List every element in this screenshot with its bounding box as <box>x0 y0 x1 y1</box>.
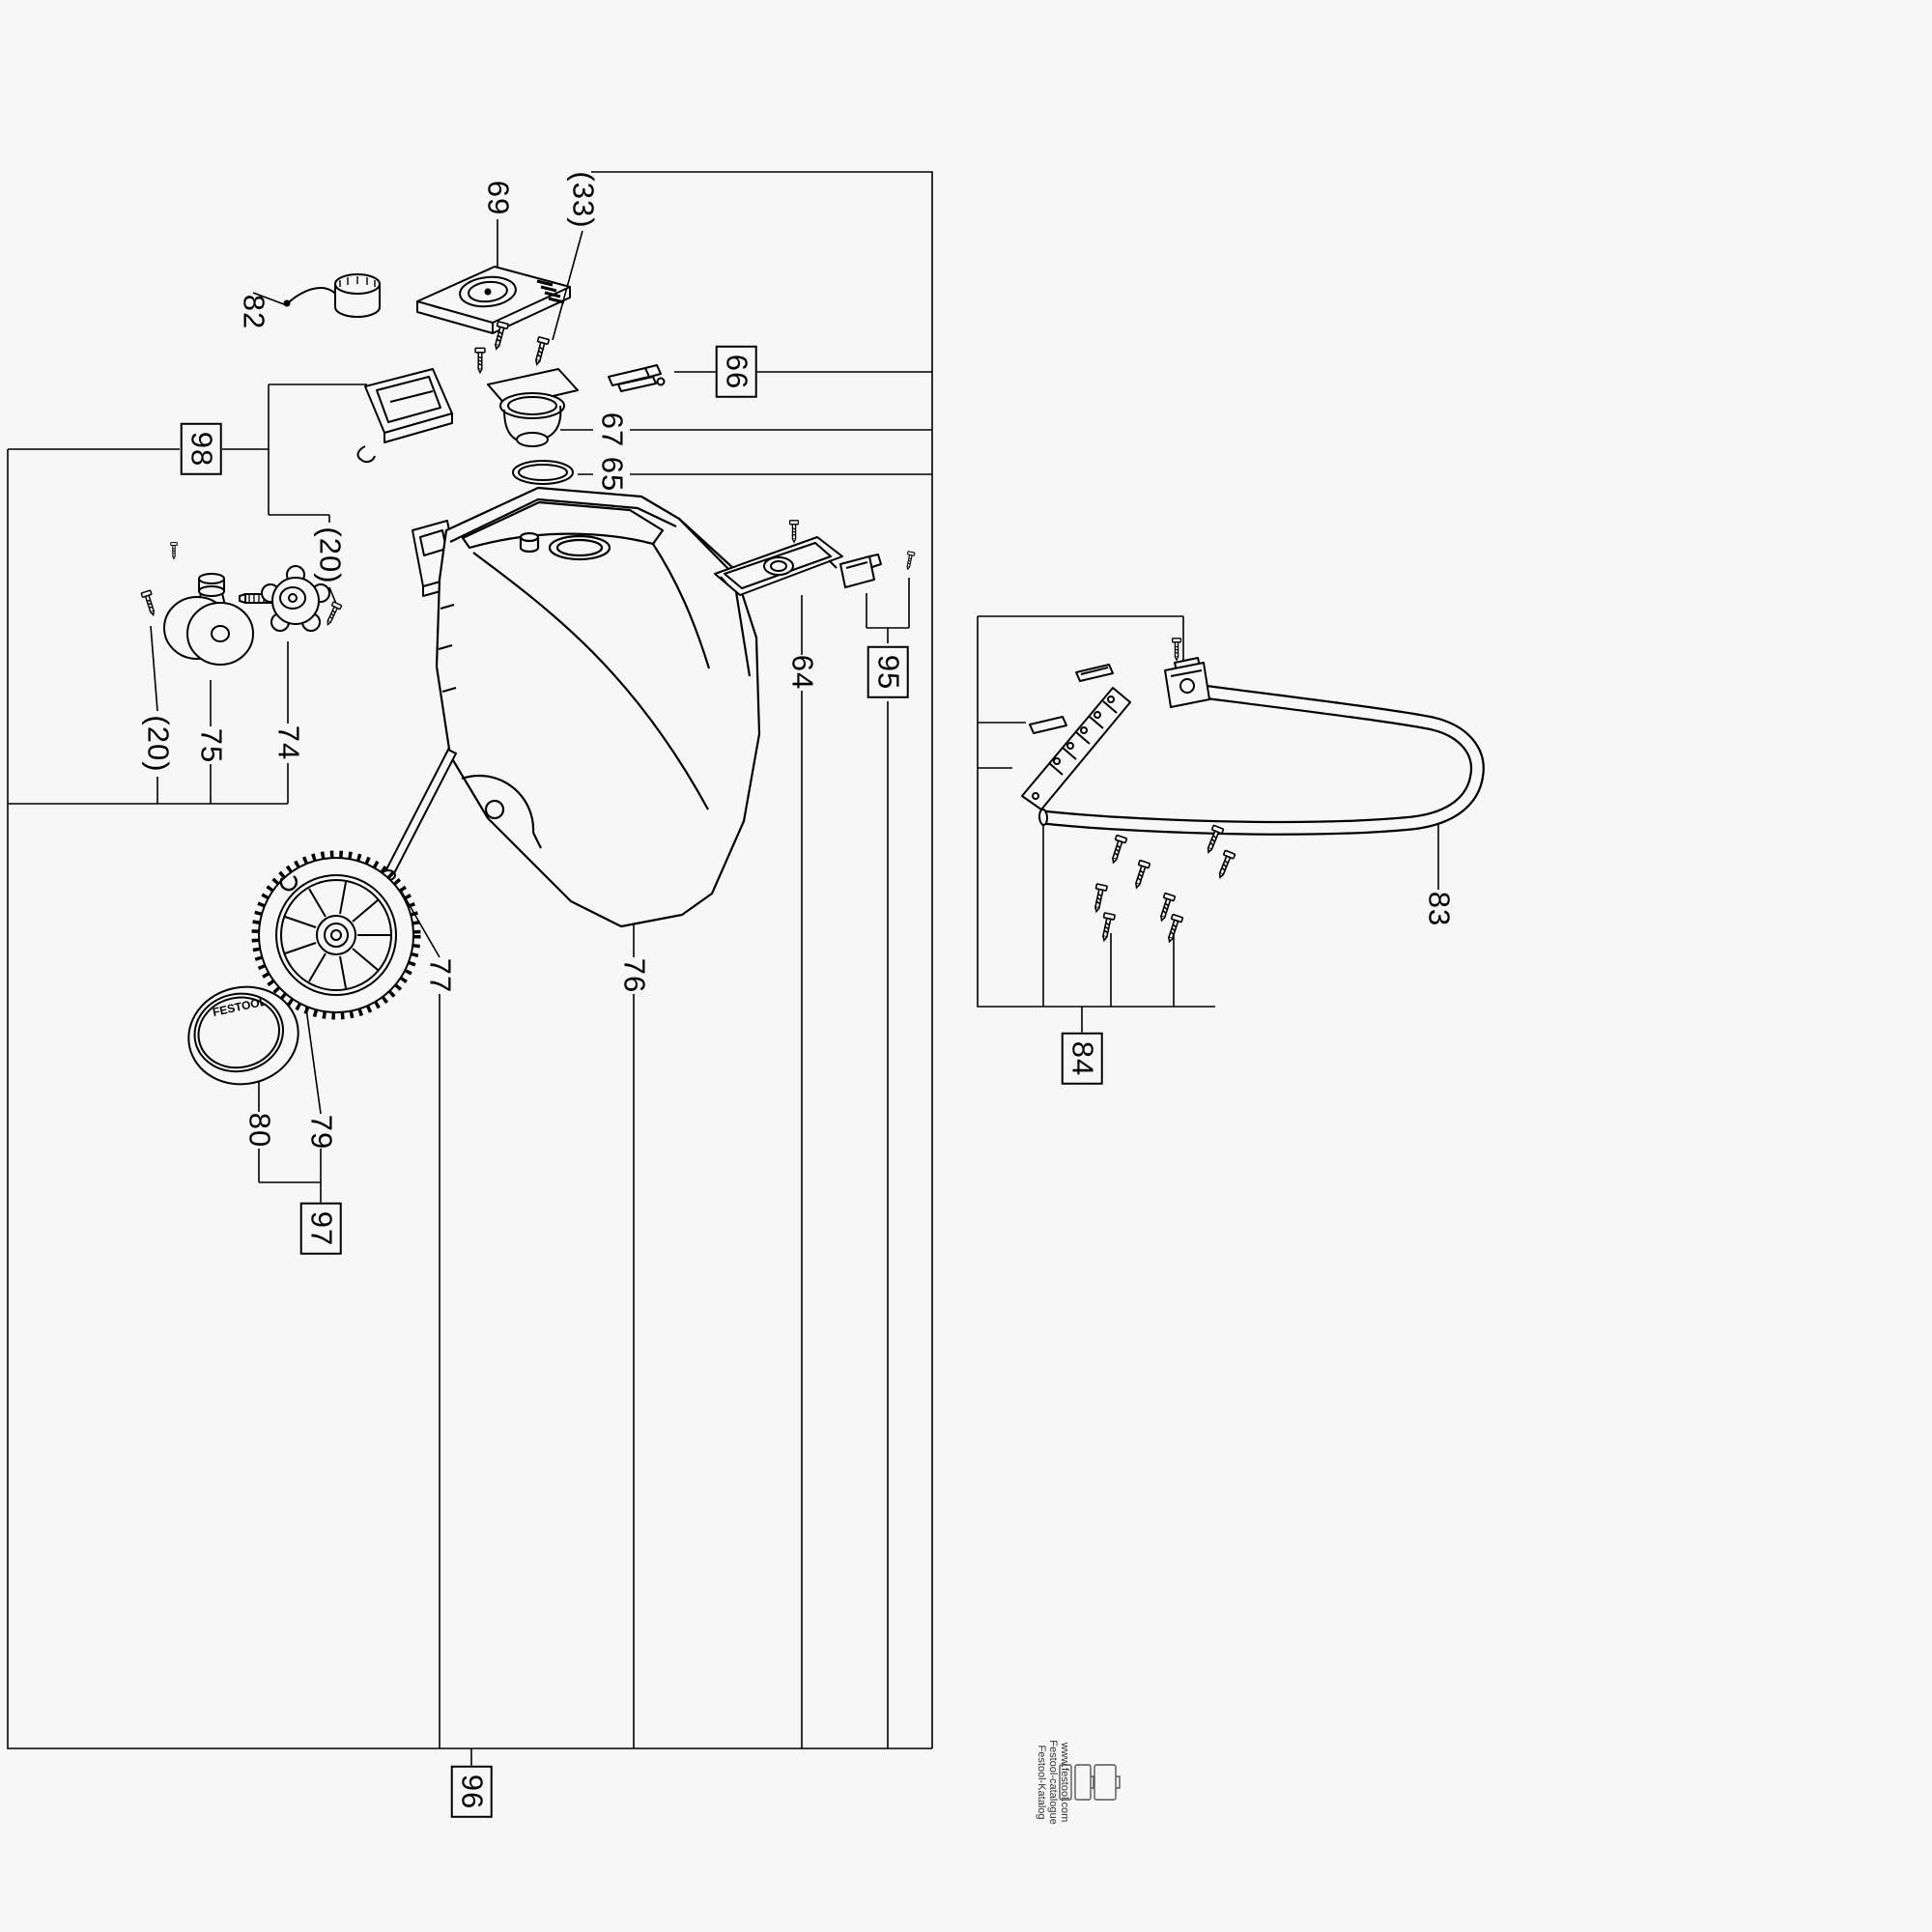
part-80-hubcap: FESTOOL <box>187 985 299 1086</box>
part-79-circlip <box>279 875 298 892</box>
footer-text-catalogue: Festool-catalogue <box>1047 1740 1059 1825</box>
part-handle-strips <box>1029 664 1114 734</box>
callout-76: 76 <box>617 957 652 994</box>
callout-84: 84 <box>1061 1032 1103 1086</box>
callout-96: 96 <box>450 1765 493 1819</box>
callout-64: 64 <box>785 654 820 691</box>
part-79-wheel <box>251 850 421 1020</box>
callout-83: 83 <box>1422 891 1457 927</box>
callout-79: 79 <box>304 1114 339 1151</box>
callout-33: (33) <box>566 171 601 229</box>
callout-98: 98 <box>180 422 222 476</box>
part-64-mounting-plate <box>714 536 843 596</box>
part-76-container <box>435 486 761 928</box>
part-67-inlet-socket <box>487 368 579 447</box>
part-82-cap <box>283 273 381 318</box>
part-77-axle <box>381 748 458 881</box>
callout-65: 65 <box>595 456 630 493</box>
part-69-switch-panel <box>416 266 571 334</box>
callout-20-upper: (20) <box>313 526 348 584</box>
part-95-clip <box>839 554 882 588</box>
part-65-o-ring <box>512 460 574 485</box>
callout-20-lower: (20) <box>141 715 176 773</box>
callout-80: 80 <box>242 1112 277 1149</box>
part-66-latch <box>608 364 666 392</box>
callout-95: 95 <box>867 645 909 699</box>
footer-text-website: www.festool.com <box>1059 1742 1070 1823</box>
callout-77: 77 <box>423 957 458 994</box>
part-75-caster <box>163 573 254 666</box>
callout-82: 82 <box>237 294 271 330</box>
part-handle-rail <box>1021 687 1131 810</box>
callout-66: 66 <box>715 345 757 399</box>
callout-75: 75 <box>194 727 229 764</box>
footer-text-katalog: Festool-Katalog <box>1036 1745 1047 1820</box>
part-handle-clamp <box>1164 657 1210 708</box>
festool-catalog-icon <box>1059 1764 1121 1801</box>
part-74-star-knob <box>239 565 330 632</box>
callout-67: 67 <box>595 412 630 448</box>
part-98-latch-housing <box>356 368 453 464</box>
callout-74: 74 <box>271 724 306 761</box>
callout-69: 69 <box>481 180 516 216</box>
callout-97: 97 <box>299 1202 342 1256</box>
leader-lines <box>7 171 1439 1774</box>
